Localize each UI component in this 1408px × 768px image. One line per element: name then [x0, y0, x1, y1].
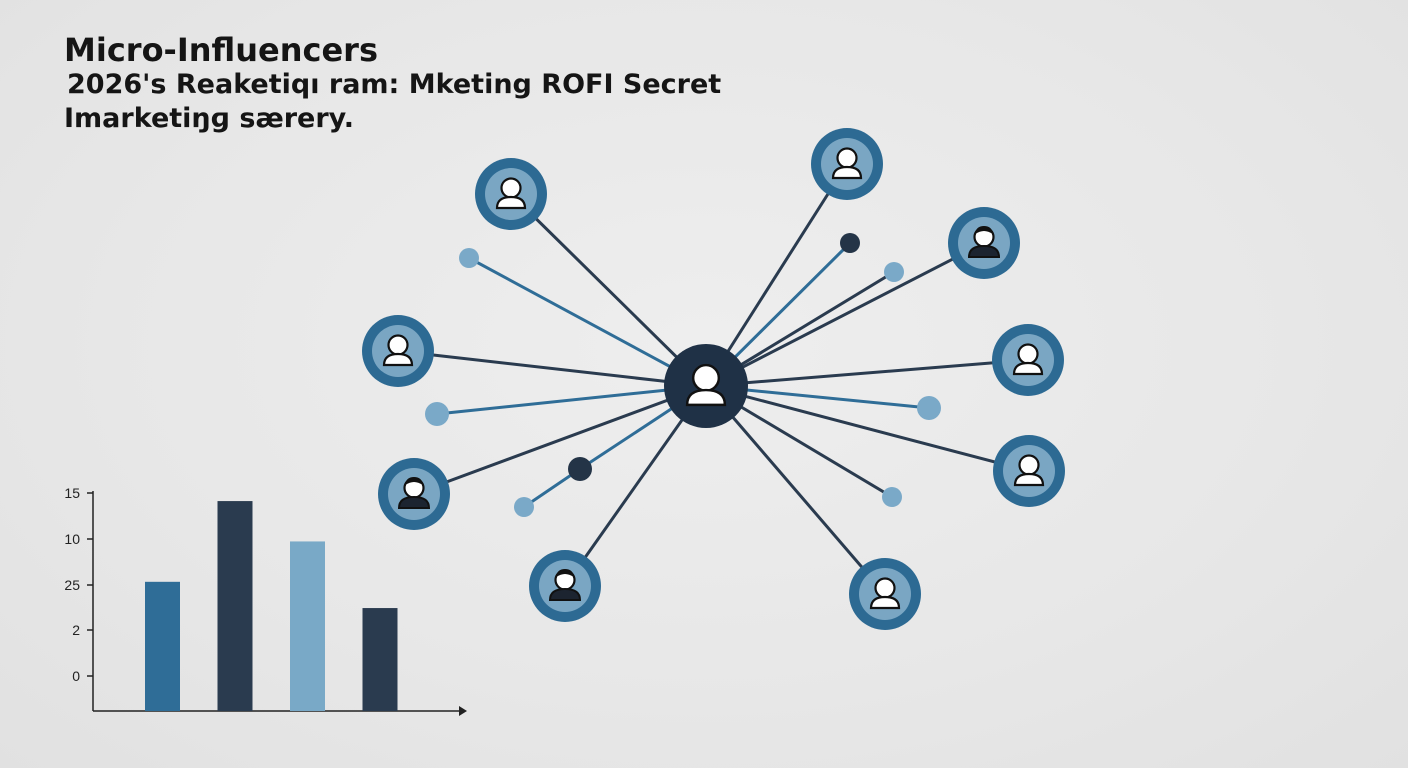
- connector-line: [397, 349, 707, 388]
- connector-line: [468, 256, 707, 388]
- bar-chart: 15 10 25 2 0: [64, 485, 467, 716]
- bars-group: [145, 501, 398, 711]
- influencer-node: [362, 315, 434, 387]
- connector-line: [704, 163, 849, 387]
- subtitle-line-2: Imarketiŋɡ særery.: [64, 103, 355, 134]
- connector-line: [436, 384, 707, 416]
- bar: [362, 608, 398, 711]
- user-icon: [685, 363, 727, 407]
- connector-line: [705, 241, 985, 388]
- dot-marker: [425, 402, 449, 426]
- dot-marker: [568, 457, 592, 481]
- influencer-node: [948, 207, 1020, 279]
- y-tick-label: 25: [64, 577, 80, 593]
- connector-line: [704, 385, 887, 595]
- influencer-node: [992, 324, 1064, 396]
- influencer-node: [529, 550, 601, 622]
- network-dots: [425, 233, 941, 517]
- header: Micro-Influencers 2026's Reaketiqı ram: …: [64, 32, 721, 136]
- dot-marker: [840, 233, 860, 253]
- network-connections: [397, 163, 1030, 595]
- dot-marker: [882, 487, 902, 507]
- dot-marker: [884, 262, 904, 282]
- influencer-node: [993, 435, 1065, 507]
- bar: [145, 581, 180, 711]
- dot-marker: [459, 248, 479, 268]
- central-hub: [664, 344, 748, 428]
- y-tick-label: 2: [72, 622, 80, 638]
- influencer-nodes: [362, 128, 1065, 630]
- bar: [290, 541, 325, 711]
- connector-line: [413, 384, 707, 496]
- y-tick-label: 10: [64, 531, 80, 547]
- dot-marker: [514, 497, 534, 517]
- connector-line: [705, 384, 1030, 473]
- y-tick-label: 15: [64, 485, 80, 501]
- influencer-node: [811, 128, 883, 200]
- bar: [217, 501, 253, 711]
- subtitle-line-1: 2026's Reaketiqı ram: Mketing ROFI Secre…: [67, 69, 722, 100]
- page-title: Micro-Influencers: [64, 31, 378, 69]
- influencer-node: [475, 158, 547, 230]
- connector-line: [705, 358, 1029, 388]
- influencer-node: [378, 458, 450, 530]
- influencer-node: [849, 558, 921, 630]
- dot-marker: [917, 396, 941, 420]
- x-axis-arrow-icon: [459, 706, 467, 716]
- y-tick-label: 0: [72, 668, 80, 684]
- connector-line: [509, 192, 708, 388]
